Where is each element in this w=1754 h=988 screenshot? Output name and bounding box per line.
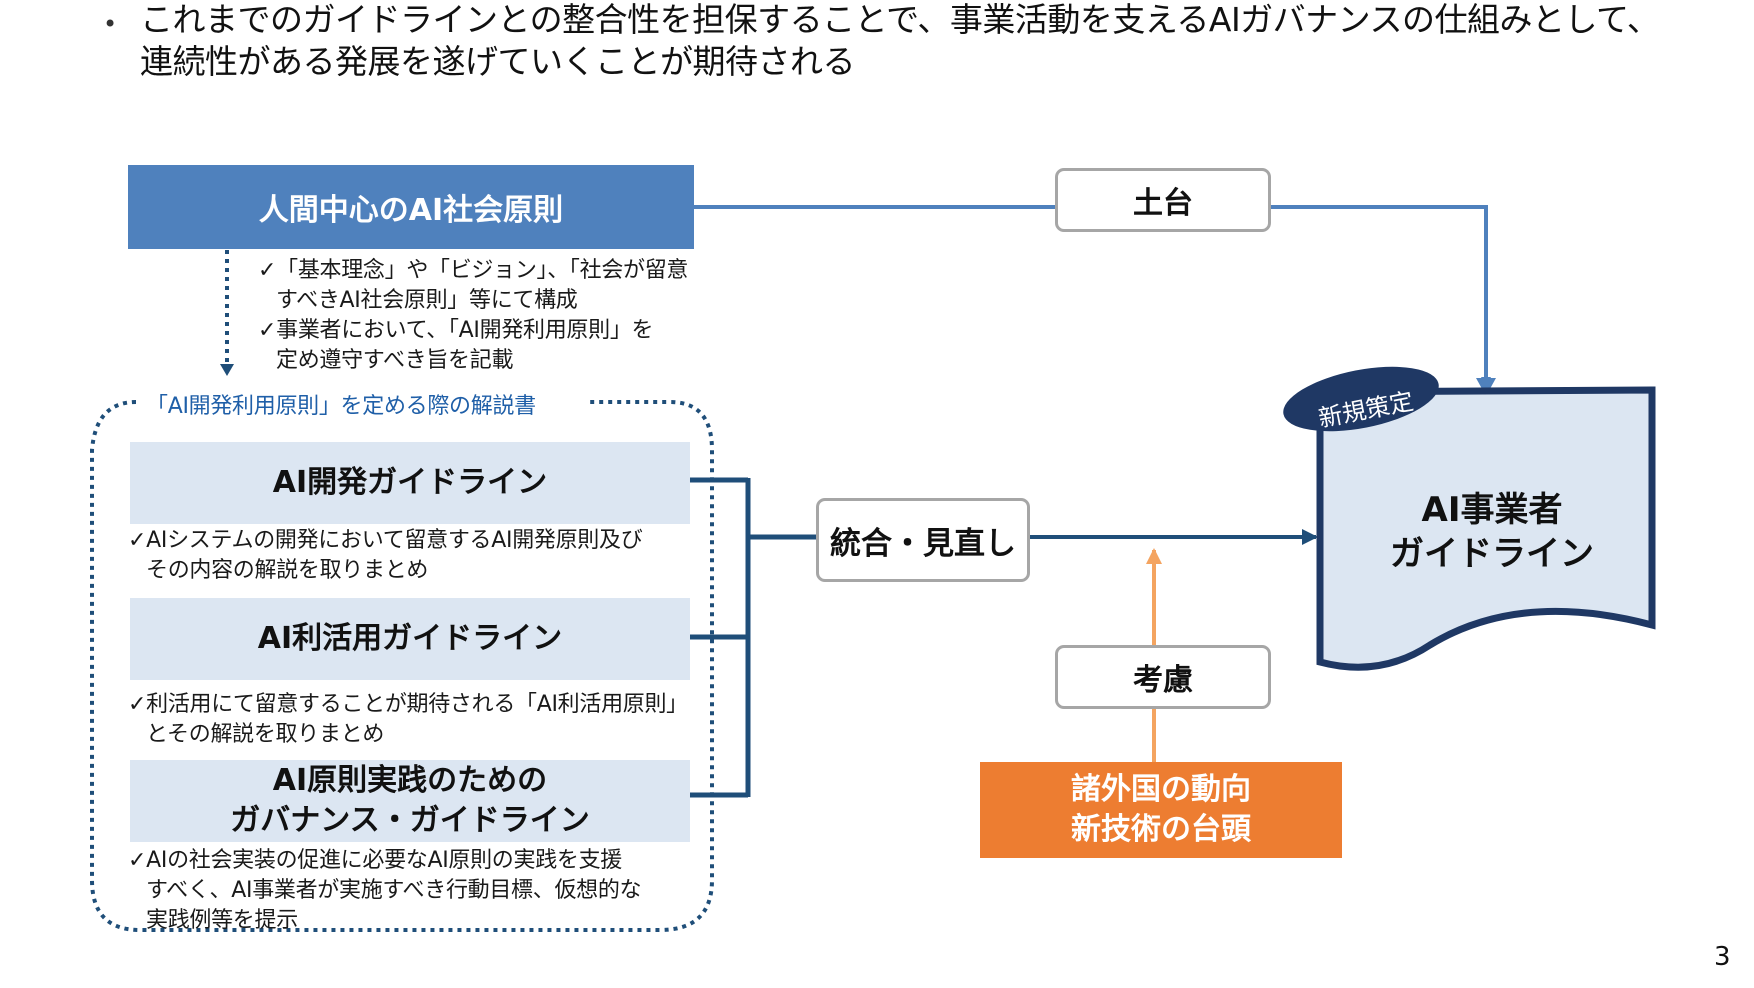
page-number: 3 bbox=[1714, 942, 1731, 972]
note1-line1: ✓「基本理念」や「ビジョン」、「社会が留意 bbox=[258, 258, 689, 283]
governance-guideline-desc: ✓AIの社会実装の促進に必要なAI原則の実践を支援 すべく、AI事業者が実施すべ… bbox=[128, 846, 642, 936]
ai-utilization-guideline-box: AI利活用ガイドライン bbox=[130, 598, 690, 680]
social-principles-note-1: ✓「基本理念」や「ビジョン」、「社会が留意 すべきAI社会原則」等にて構成 bbox=[258, 256, 688, 316]
result-title-line1: AI事業者 bbox=[1421, 490, 1563, 530]
intro-text-line1: これまでのガイドラインとの整合性を担保することで、事業活動を支えるAIガバナンス… bbox=[140, 0, 1660, 39]
bullet-marker: • bbox=[103, 10, 118, 38]
trends-line1: 諸外国の動向 bbox=[1071, 772, 1251, 807]
international-trends-box: 諸外国の動向 新技術の台頭 bbox=[980, 762, 1342, 858]
result-title-line2: ガイドライン bbox=[1390, 534, 1594, 574]
gl3-desc-line3: 実践例等を提示 bbox=[146, 908, 298, 933]
foundation-arrow-head bbox=[1476, 378, 1496, 396]
integrate-label: 統合・見直し bbox=[816, 498, 1030, 582]
gl3-desc-line1: ✓AIの社会実装の促進に必要なAI原則の実践を支援 bbox=[128, 848, 623, 873]
gl2-desc-line2: とその解説を取りまとめ bbox=[146, 722, 385, 747]
foundation-arrow bbox=[1271, 205, 1491, 387]
gl3-title-line1: AI原則実践のための bbox=[272, 763, 548, 798]
gl1-desc-line2: その内容の解説を取りまとめ bbox=[146, 558, 429, 583]
result-document-shape bbox=[1316, 386, 1656, 671]
dotted-arrow-head bbox=[220, 364, 234, 376]
consider-label: 考慮 bbox=[1055, 645, 1271, 709]
gl3-desc-line2: すべく、AI事業者が実施すべき行動目標、仮想的な bbox=[146, 878, 642, 903]
gl3-title-line2: ガバナンス・ガイドライン bbox=[230, 803, 590, 838]
gl1-desc-line1: ✓AIシステムの開発において留意するAI開発原則及び bbox=[128, 528, 643, 553]
foundation-label: 土台 bbox=[1055, 168, 1271, 232]
note1-line2: すべきAI社会原則」等にて構成 bbox=[276, 288, 578, 313]
ai-business-guideline-title: AI事業者 ガイドライン bbox=[1322, 488, 1662, 576]
ai-development-guideline-box: AI開発ガイドライン bbox=[130, 442, 690, 524]
social-principles-note-2: ✓事業者において、「AI開発利用原則」を 定め遵守すべき旨を記載 bbox=[258, 316, 654, 376]
new-badge-shape bbox=[1283, 366, 1439, 432]
gl2-desc-line1: ✓利活用にて留意することが期待される「AI利活用原則」 bbox=[128, 692, 688, 717]
governance-guideline-box: AI原則実践のための ガバナンス・ガイドライン bbox=[130, 760, 690, 842]
explanation-group-caption: 「AI開発利用原則」を定める際の解説書 bbox=[142, 388, 540, 420]
ai-utilization-guideline-desc: ✓利活用にて留意することが期待される「AI利活用原則」 とその解説を取りまとめ bbox=[128, 690, 688, 750]
trends-line2: 新技術の台頭 bbox=[1071, 812, 1251, 847]
note2-line1: ✓事業者において、「AI開発利用原則」を bbox=[258, 318, 654, 343]
intro-text-line2: 連続性がある発展を遂げていくことが期待される bbox=[140, 42, 856, 81]
note2-line2: 定め遵守すべき旨を記載 bbox=[276, 348, 514, 373]
ai-development-guideline-desc: ✓AIシステムの開発において留意するAI開発原則及び その内容の解説を取りまとめ bbox=[128, 526, 643, 586]
social-principles-title: 人間中心のAI社会原則 bbox=[128, 165, 694, 249]
